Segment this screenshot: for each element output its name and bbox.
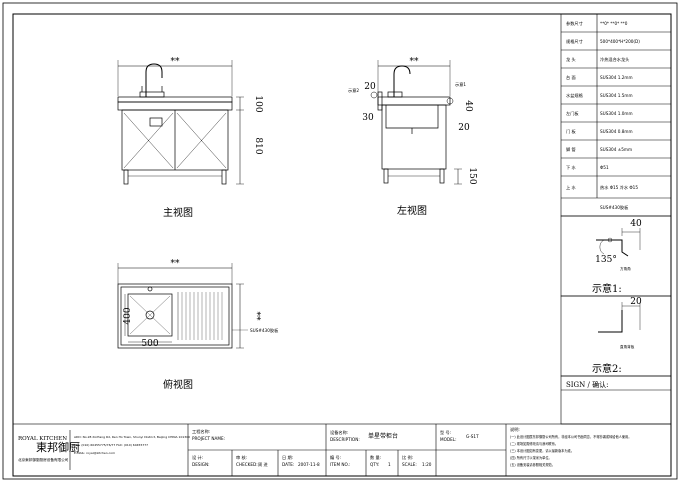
company-tel: TEL: (010) 60455775/76/77 FAX: (010) 604… [73, 443, 148, 447]
sign-label: SIGN / 确认: [566, 380, 608, 389]
top-width-dim: ** [171, 259, 181, 269]
check-label: 审 核: [236, 454, 247, 461]
company-address: ADD: No.28 XinHang Rd, Ren Ho Town, Shun… [74, 435, 190, 439]
left-top-dim: ** [410, 57, 420, 67]
note-line: (三) 本设计图如有变更，请以最新版本为准。 [510, 448, 574, 453]
spec-table-text: 参数尺寸 **0* **0* **0 规格尺寸 500*400*H*200(D)… [566, 20, 640, 211]
model-label: 型 号: [440, 429, 451, 436]
left-dim-4: 20 [458, 123, 470, 133]
front-view [117, 60, 244, 185]
detail2-caption: 示意2: [592, 362, 622, 375]
detail1-dim-angle: 135° [595, 255, 617, 265]
left-dim-3: 40 [463, 100, 473, 112]
company-mail: E-MAIL: royal@kitchen.com [74, 451, 115, 455]
desc-label-en: DESCRIPTION: [330, 437, 360, 442]
note-line: (二) 现场如需修改请与我司联系。 [510, 441, 558, 446]
spec-row-label: 水盆规格 [566, 92, 584, 99]
project-label: 工程名称: [192, 428, 210, 435]
spec-row-value: **0* **0* **0 [600, 21, 628, 26]
note-line: (一) 此设计图属东邦御厨公司所有，非经本公司书面同意，不得抄袭或转给他人使用。 [510, 434, 631, 439]
left-view [370, 60, 462, 185]
spec-row-label: 脚 管 [566, 146, 576, 153]
left-dim-2: 30 [362, 113, 374, 123]
spec-row-value: SUS#430胶板 [600, 204, 629, 211]
detail1-caption-small: 方角角 [620, 266, 631, 271]
spec-row-label: 左门板 [566, 110, 579, 117]
spec-row-value: SUS304 0.8mm [600, 129, 633, 134]
spec-row-label: 上 水 [566, 184, 577, 190]
notes-title: 说明: [510, 426, 520, 433]
model-label-en: MODEL: [440, 437, 457, 442]
company-name-en: ROYAL KITCHEN [18, 436, 67, 442]
project-label-en: PROJECT NAME: [192, 436, 225, 441]
top-sink-width-dim: 500 [141, 339, 158, 349]
top-sink-depth-dim: 400 [123, 307, 133, 324]
spec-row-label: 门 板 [566, 128, 577, 135]
scale-value: 1:20 [422, 462, 432, 467]
design-label: 设 计: [192, 454, 203, 461]
spec-row-label: 台 面 [566, 74, 576, 81]
scale-label: 比 例: [402, 454, 413, 461]
spec-row-value: 500*400*H*200(D) [600, 39, 640, 44]
front-h2-dim: 810 [253, 137, 263, 154]
spec-row-value: SUS304 ±5mm [600, 147, 632, 152]
left-view-label: 左视图 [397, 204, 427, 217]
spec-row-value: SUS304 1.5mm [600, 93, 633, 98]
top-depth-dim: ** [251, 312, 261, 322]
left-height-dim: 150 [467, 167, 477, 184]
item-label: 编 号: [330, 454, 341, 461]
qty-label-en: QTY: [370, 462, 379, 467]
detail1-caption: 示意1: [592, 282, 622, 295]
date-label: 日 期: [282, 455, 293, 461]
detail2-caption-small: 直角背板 [620, 344, 635, 349]
item-label-en: ITEM NO.: [330, 462, 350, 467]
qty-label: 数 量: [370, 454, 381, 461]
checker-value: 周 进 [258, 461, 269, 468]
title-block [12, 423, 672, 477]
spec-row-value: Φ51 [600, 165, 609, 170]
design-label-en: DESIGN: [192, 462, 210, 467]
model-value: G-S1T [466, 434, 479, 439]
qty-value: 1 [388, 462, 391, 467]
left-note-1: 示意1 [455, 81, 466, 87]
spec-row-value: 冷热混合水龙头 [600, 56, 629, 63]
note-line: (四) 所有尺寸以毫米为单位。 [510, 455, 552, 460]
company-full-name: 北京東邦御厨厨房设备有限公司 [18, 457, 69, 462]
inner-frame [12, 13, 672, 477]
front-view-label: 主视图 [163, 206, 193, 219]
spec-row-value: SUS304 1.0mm [600, 111, 633, 116]
detail2-dim-top: 20 [630, 297, 642, 307]
left-dim-1: 20 [364, 82, 376, 92]
date-label-en: DATE: [282, 462, 294, 467]
spec-row-value: SUS304 1.2mm [600, 75, 633, 80]
note-line: (五) 设备安装请参照相关规范。 [510, 462, 555, 467]
left-note-2: 示意2 [348, 87, 359, 93]
spec-row-label: 规格尺寸 [566, 38, 583, 45]
desc-label: 设备名称: [330, 429, 348, 436]
spec-row-label: 参数尺寸 [566, 20, 583, 27]
front-h1-dim: 100 [253, 95, 263, 112]
top-note: SUS#430胶板 [250, 327, 279, 334]
spec-row-label: 下 水 [566, 164, 577, 171]
desc-value: 单星带柜台 [368, 432, 398, 440]
top-view [117, 263, 248, 349]
spec-row-value: 热水 Φ15 冷水 Φ15 [600, 184, 638, 191]
spec-row-label: 龙 头 [566, 56, 576, 63]
company-logo-text: 東邦御厨 [36, 440, 80, 454]
check-label-en: CHECKED: [236, 462, 258, 467]
scale-label-en: SCALE: [402, 462, 417, 467]
top-view-label: 俯视图 [163, 378, 193, 391]
front-width-dim: ** [171, 57, 181, 67]
date-value: 2007-11-8 [298, 462, 320, 467]
detail1-dim-top: 40 [630, 219, 642, 229]
